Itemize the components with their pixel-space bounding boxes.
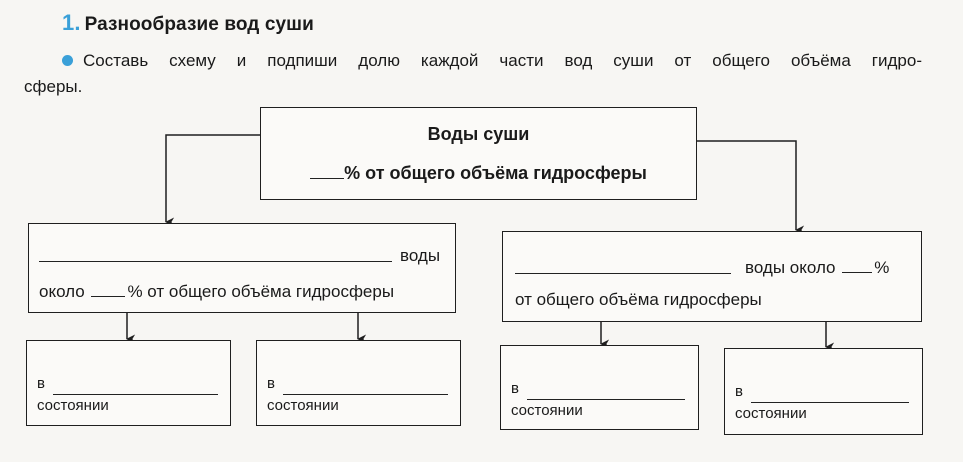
- exercise-number: 1.: [62, 10, 81, 35]
- right-waters-box: воды около % от общего объёма гидросферы: [502, 231, 922, 322]
- exercise-title-text: Разнообразие вод суши: [84, 14, 314, 35]
- state-label: состоянии: [735, 405, 807, 422]
- percent-blank-main[interactable]: [310, 177, 345, 179]
- state-label: состоянии: [37, 397, 109, 414]
- left-waters-box: воды около % от общего объёма гидросферы: [28, 223, 456, 313]
- left-waters-name-blank[interactable]: [39, 260, 392, 262]
- state-box-2: в состоянии: [256, 340, 461, 426]
- arrow-main-to-right: [697, 140, 805, 235]
- right-waters-label: воды около: [745, 258, 836, 277]
- state-prefix: в: [37, 375, 45, 392]
- state-prefix: в: [735, 383, 743, 400]
- state-prefix: в: [267, 375, 275, 392]
- state-box-4: в состоянии: [724, 348, 923, 435]
- state-blank[interactable]: [53, 393, 218, 395]
- state-prefix: в: [511, 380, 519, 397]
- task-line-1: Составь схему и подпиши долю каждой част…: [83, 51, 922, 70]
- state-label: состоянии: [511, 402, 583, 419]
- task-line-2: сферы.: [24, 77, 83, 96]
- right-percent-sign: %: [874, 258, 890, 277]
- left-percent-blank[interactable]: [91, 295, 126, 297]
- right-percent-blank[interactable]: [842, 271, 873, 273]
- bullet-dot-icon: [62, 55, 73, 66]
- state-blank[interactable]: [751, 401, 909, 403]
- right-percent-label: от общего объёма гидросферы: [515, 290, 762, 309]
- state-blank[interactable]: [283, 393, 448, 395]
- left-waters-label: воды: [400, 246, 441, 265]
- right-waters-name-blank[interactable]: [515, 272, 731, 274]
- task-instruction: Составь схему и подпиши долю каждой част…: [24, 48, 922, 100]
- state-blank[interactable]: [527, 398, 685, 400]
- land-waters-title: Воды суши: [427, 124, 530, 144]
- left-about-label: около: [39, 282, 85, 301]
- state-box-3: в состоянии: [500, 345, 699, 430]
- arrow-main-to-left: [165, 134, 260, 227]
- state-label: состоянии: [267, 397, 339, 414]
- left-percent-label: % от общего объёма гидросферы: [127, 282, 395, 301]
- land-waters-subtitle: % от общего объёма гидросферы: [344, 163, 647, 183]
- land-waters-box: Воды суши % от общего объёма гидросферы: [260, 107, 697, 200]
- exercise-title: 1.Разнообразие вод суши: [62, 10, 314, 36]
- state-box-1: в состоянии: [26, 340, 231, 426]
